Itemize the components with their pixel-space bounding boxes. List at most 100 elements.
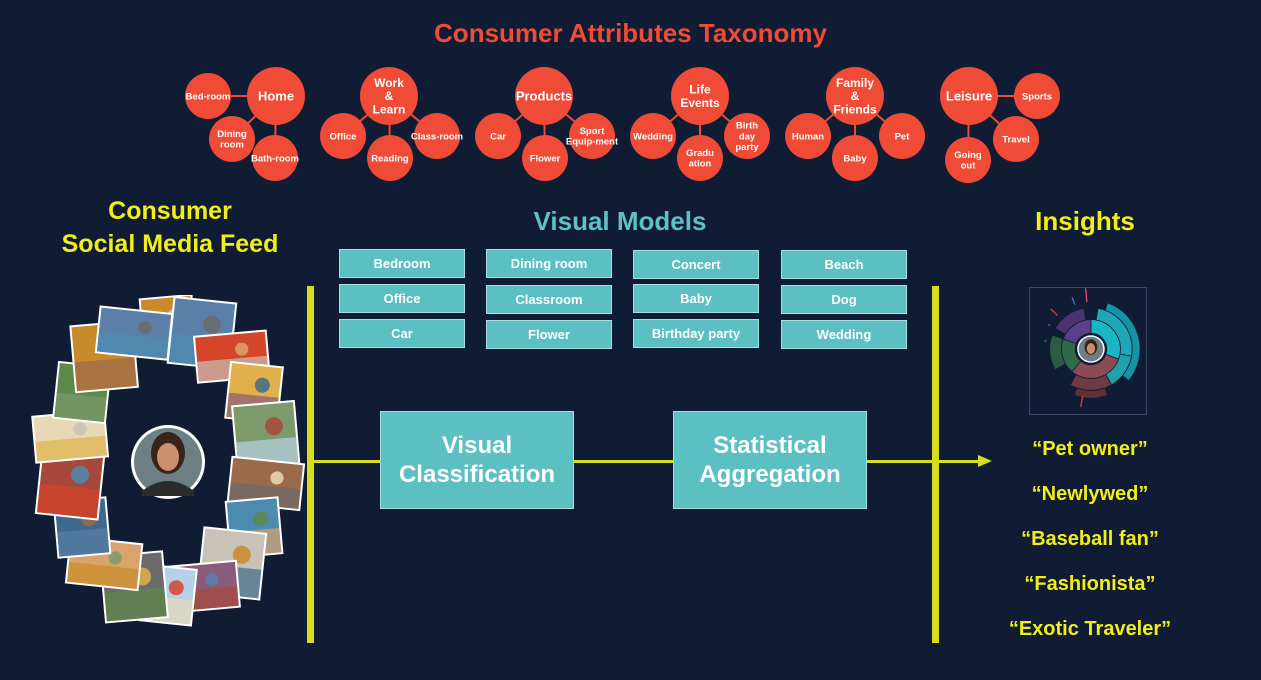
attribute-node-0-0 bbox=[185, 73, 231, 119]
flow-line-3 bbox=[866, 460, 980, 463]
category-label-1-1: & bbox=[385, 89, 394, 103]
attribute-label-5-2-1: out bbox=[961, 161, 977, 172]
visual-model-dog: Dog bbox=[781, 285, 907, 314]
sunburst-spoke bbox=[1050, 308, 1059, 317]
attribute-node-2-0 bbox=[475, 113, 521, 159]
attribute-label-1-0-0: Office bbox=[330, 131, 357, 142]
category-label-2-0: Products bbox=[516, 89, 572, 104]
attribute-label-0-1-1: room bbox=[220, 140, 244, 151]
attribute-node-5-2 bbox=[945, 137, 991, 183]
classification-line1: Visual bbox=[441, 432, 513, 459]
attribute-node-3-1 bbox=[677, 135, 723, 181]
attribute-label-2-1-0: Flower bbox=[530, 153, 561, 164]
feed-title: Consumer Social Media Feed bbox=[20, 195, 320, 261]
sunburst-spoke bbox=[1048, 323, 1051, 327]
attribute-label-5-0-0: Sports bbox=[1022, 91, 1052, 102]
category-label-4-2: Friends bbox=[833, 103, 877, 117]
sunburst-center-avatar bbox=[1077, 335, 1105, 363]
flow-line-1 bbox=[314, 460, 380, 463]
visual-model-concert: Concert bbox=[633, 250, 759, 279]
taxonomy-diagram: HomeBed-roomDiningroomBath-roomWork&Lear… bbox=[185, 67, 1060, 183]
category-label-3-1: Events bbox=[680, 96, 720, 110]
feed-photo bbox=[94, 305, 174, 361]
attribute-node-4-0 bbox=[785, 113, 831, 159]
attribute-node-3-2 bbox=[724, 113, 770, 159]
attribute-label-3-2-2: party bbox=[735, 142, 759, 153]
attribute-node-5-1 bbox=[993, 116, 1039, 162]
attribute-label-1-2-0: Class-room bbox=[411, 131, 463, 142]
right-divider-bar bbox=[932, 286, 939, 643]
sunburst-spoke bbox=[1080, 395, 1084, 408]
category-label-0-0: Home bbox=[258, 89, 294, 104]
attribute-label-1-1-0: Reading bbox=[371, 153, 409, 164]
sunburst-spoke bbox=[1071, 297, 1076, 305]
attribute-node-1-1 bbox=[367, 135, 413, 181]
insight-item-0: “Pet owner” bbox=[1032, 438, 1148, 460]
category-label-4-0: Family bbox=[836, 76, 874, 90]
aggregation-line1: Statistical bbox=[713, 432, 827, 459]
attribute-label-3-2-1: day bbox=[739, 131, 756, 142]
visual-model-beach: Beach bbox=[781, 250, 907, 279]
attribute-label-2-0-0: Car bbox=[490, 131, 506, 142]
insights-title: Insights bbox=[1035, 206, 1135, 236]
attribute-label-0-2-0: Bath-room bbox=[251, 153, 299, 164]
sunburst-segment bbox=[1054, 307, 1087, 335]
attribute-label-5-1-0: Travel bbox=[1002, 134, 1029, 145]
category-label-3-0: Life bbox=[689, 82, 711, 96]
attribute-label-3-1-0: Gradu bbox=[686, 148, 714, 159]
flow-line-2 bbox=[573, 460, 673, 463]
visual-model-flower: Flower bbox=[486, 320, 612, 349]
visual-model-birthday-party: Birthday party bbox=[633, 319, 759, 348]
taxonomy-title: Consumer Attributes Taxonomy bbox=[434, 18, 827, 48]
visual-model-office: Office bbox=[339, 284, 465, 313]
attribute-label-4-2-0: Pet bbox=[895, 131, 911, 142]
attribute-node-5-0 bbox=[1014, 73, 1060, 119]
classification-line2: Classification bbox=[398, 461, 556, 488]
attribute-node-0-2 bbox=[252, 135, 298, 181]
category-node-2 bbox=[515, 67, 573, 125]
models-title: Visual Models bbox=[533, 206, 707, 236]
visual-model-classroom: Classroom bbox=[486, 285, 612, 314]
attribute-node-3-0 bbox=[630, 113, 676, 159]
attribute-node-1-0 bbox=[320, 113, 366, 159]
sunburst-spoke bbox=[1084, 288, 1088, 303]
feed-photo bbox=[31, 409, 110, 464]
sunburst-segment bbox=[1049, 334, 1066, 371]
attribute-label-3-1-1: ation bbox=[689, 159, 712, 170]
attribute-label-4-0-0: Human bbox=[792, 131, 824, 142]
photo-collage bbox=[31, 295, 306, 627]
feed-photo bbox=[226, 455, 306, 512]
insight-item-2: “Baseball fan” bbox=[1021, 528, 1159, 550]
profile-avatar bbox=[131, 425, 205, 499]
attribute-label-0-0-0: Bed-room bbox=[186, 91, 231, 102]
category-label-4-1: & bbox=[851, 89, 860, 103]
attribute-label-2-2-1: Equip-ment bbox=[566, 137, 619, 148]
category-label-5-0: Leisure bbox=[946, 89, 992, 104]
left-divider-bar bbox=[307, 286, 314, 643]
attribute-label-3-0-0: Wedding bbox=[633, 131, 673, 142]
attribute-label-3-2-0: Birth bbox=[736, 121, 758, 132]
category-node-3 bbox=[671, 67, 729, 125]
visual-model-bedroom: Bedroom bbox=[339, 249, 465, 278]
flow-arrowhead bbox=[978, 455, 992, 467]
category-node-4 bbox=[826, 67, 884, 125]
attribute-node-4-2 bbox=[879, 113, 925, 159]
attribute-node-0-1 bbox=[209, 116, 255, 162]
feed-title-line1: Consumer bbox=[108, 197, 232, 225]
visual-model-dining-room: Dining room bbox=[486, 249, 612, 278]
visual-model-wedding: Wedding bbox=[781, 320, 907, 349]
attribute-node-2-2 bbox=[569, 113, 615, 159]
sunburst-segment bbox=[1104, 302, 1141, 382]
insight-sunburst-chart bbox=[1029, 287, 1147, 415]
attribute-label-4-1-0: Baby bbox=[843, 153, 867, 164]
insight-item-1: “Newlywed” bbox=[1031, 483, 1149, 505]
visual-model-car: Car bbox=[339, 319, 465, 348]
visual-model-baby: Baby bbox=[633, 284, 759, 313]
category-node-1 bbox=[360, 67, 418, 125]
aggregation-line2: Aggregation bbox=[699, 461, 841, 488]
